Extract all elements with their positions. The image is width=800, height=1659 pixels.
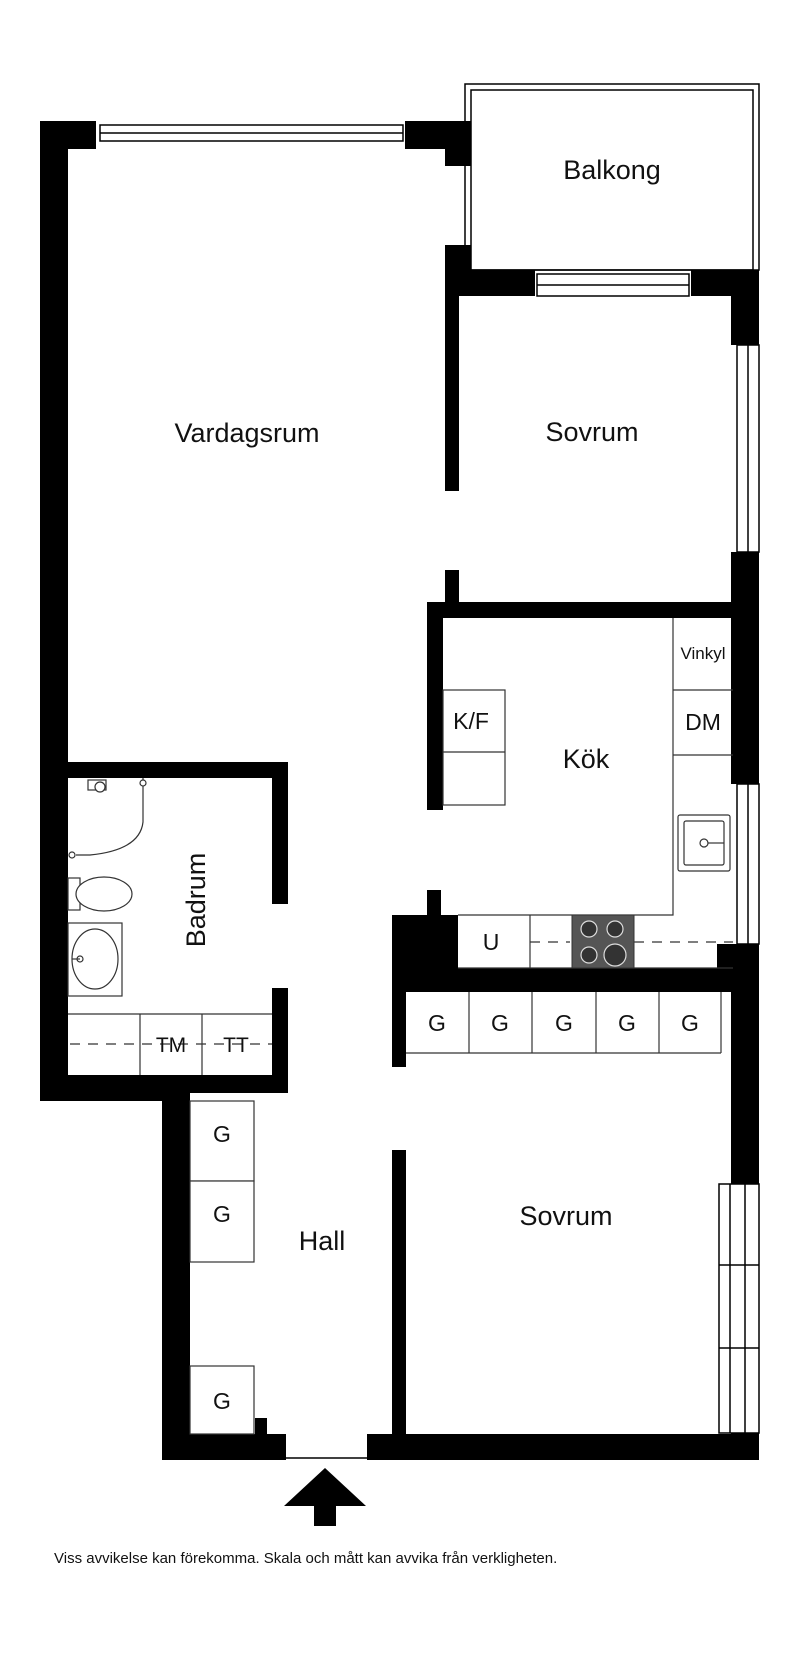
bathroom-fixtures [67, 778, 272, 1075]
window [718, 1183, 760, 1434]
label-g: G [213, 1388, 231, 1414]
fixture-labels: Vinkyl DM K/F U TM TT G G G G G G G G [156, 644, 726, 1414]
shower-icon [68, 778, 147, 859]
label-g: G [491, 1010, 509, 1036]
wall [272, 988, 288, 1092]
room-label-vardagsrum: Vardagsrum [174, 418, 319, 448]
walls [40, 121, 759, 1460]
label-u: U [483, 929, 500, 955]
wall [272, 762, 288, 904]
label-vinkyl: Vinkyl [680, 644, 725, 663]
label-dm: DM [685, 709, 721, 735]
wall [162, 1434, 286, 1460]
toilet-icon [67, 876, 133, 912]
room-label-sovrum-2: Sovrum [519, 1201, 612, 1231]
room-label-balkong: Balkong [563, 155, 661, 185]
wall [427, 602, 733, 618]
wall [255, 1418, 267, 1436]
wall [731, 1433, 759, 1460]
balcony [464, 83, 760, 271]
wall [40, 121, 68, 1101]
stove-icon [571, 914, 635, 969]
label-g: G [681, 1010, 699, 1036]
wall [445, 121, 471, 166]
wall [731, 270, 759, 345]
room-label-kok: Kök [563, 744, 610, 774]
wall [427, 602, 443, 810]
sink-icon [677, 814, 731, 872]
room-labels: Balkong Vardagsrum Sovrum Kök Badrum Hal… [174, 155, 660, 1256]
label-g: G [213, 1121, 231, 1147]
wall [445, 295, 459, 491]
label-g: G [213, 1201, 231, 1227]
label-g: G [428, 1010, 446, 1036]
kitchen-fixtures [442, 618, 733, 969]
wall [162, 1075, 190, 1460]
wall [731, 552, 759, 784]
wall [445, 570, 459, 604]
wall [392, 1150, 406, 1440]
wall [68, 762, 288, 778]
label-kf: K/F [453, 708, 489, 734]
entrance-arrow-icon [284, 1468, 366, 1526]
wardrobes [189, 992, 722, 1435]
entrance [284, 1457, 367, 1526]
wall [427, 890, 441, 920]
wall [717, 944, 759, 968]
label-g: G [618, 1010, 636, 1036]
label-g: G [555, 1010, 573, 1036]
wall [367, 1434, 759, 1460]
wall [392, 985, 406, 1067]
label-tm: TM [156, 1034, 186, 1057]
windows [99, 124, 760, 1434]
wall [392, 968, 759, 992]
bathroom-sink-icon [67, 922, 123, 997]
disclaimer-text: Viss avvikelse kan förekomma. Skala och … [54, 1550, 558, 1567]
room-label-sovrum-1: Sovrum [545, 417, 638, 447]
room-label-badrum: Badrum [181, 853, 211, 948]
room-label-hall: Hall [299, 1226, 346, 1256]
label-tt: TT [223, 1034, 249, 1057]
wall [445, 270, 535, 296]
